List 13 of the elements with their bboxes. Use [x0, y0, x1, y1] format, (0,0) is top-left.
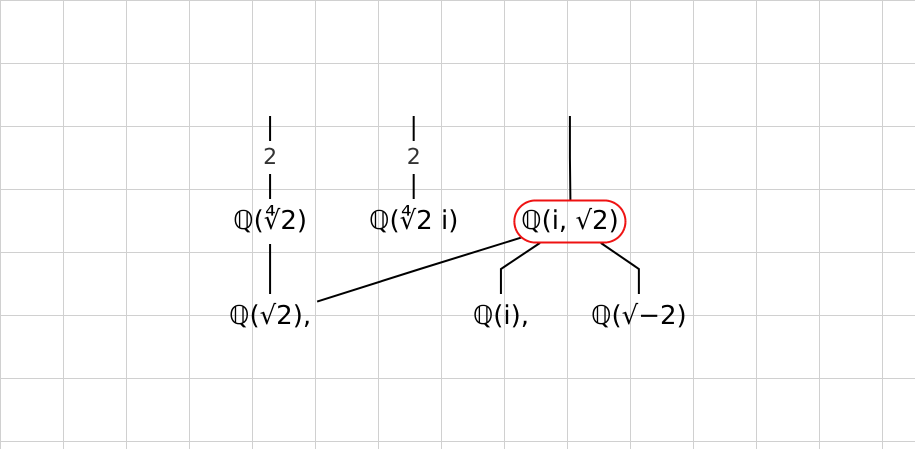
node-text: ℚ(∜2 i) [368, 206, 458, 236]
node-text: ℚ(i, √2) [520, 206, 618, 236]
connector [568, 116, 572, 201]
edge-label: 2 [406, 144, 420, 170]
connector [500, 242, 540, 294]
node-text: ℚ(i), [472, 300, 529, 331]
connector [600, 242, 640, 294]
node-text: ℚ(√−2) [590, 300, 686, 331]
connector [268, 244, 271, 294]
connector [316, 236, 522, 303]
edge-label: 2 [262, 144, 277, 170]
node-text: ℚ(∜2) [232, 206, 307, 236]
node-text: ℚ(√2), [228, 300, 311, 331]
